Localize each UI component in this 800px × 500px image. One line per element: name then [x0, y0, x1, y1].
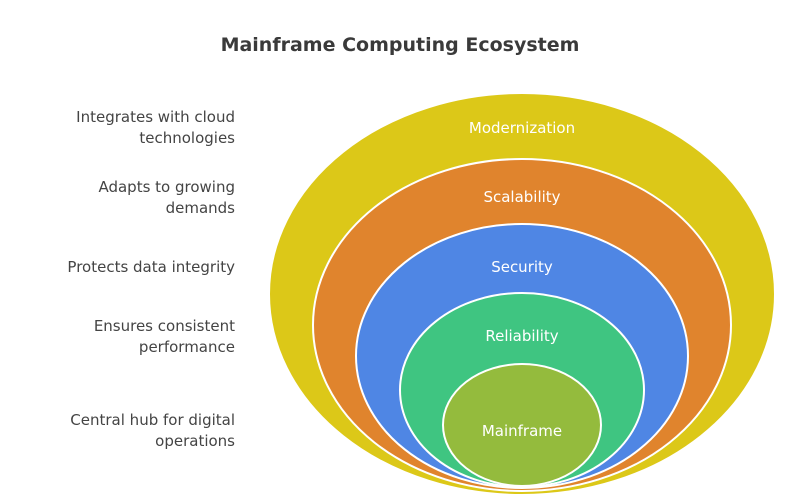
ring-security-label: Security: [491, 258, 553, 276]
description-security: Protects data integrity: [67, 258, 235, 276]
description-reliability: Ensures consistent performance: [93, 317, 235, 356]
description-scalability: Adapts to growing demands: [98, 178, 235, 217]
ring-mainframe-shape: [442, 363, 602, 487]
ring-mainframe-label: Mainframe: [482, 422, 562, 440]
ring-reliability-label: Reliability: [485, 327, 558, 345]
ring-mainframe: Mainframe: [442, 363, 602, 487]
description-mainframe: Central hub for digital operations: [70, 411, 235, 450]
description-modernization: Integrates with cloud technologies: [76, 108, 235, 147]
diagram-title: Mainframe Computing Ecosystem: [220, 34, 580, 56]
ring-scalability-label: Scalability: [483, 188, 560, 206]
ring-modernization-label: Modernization: [469, 119, 575, 137]
